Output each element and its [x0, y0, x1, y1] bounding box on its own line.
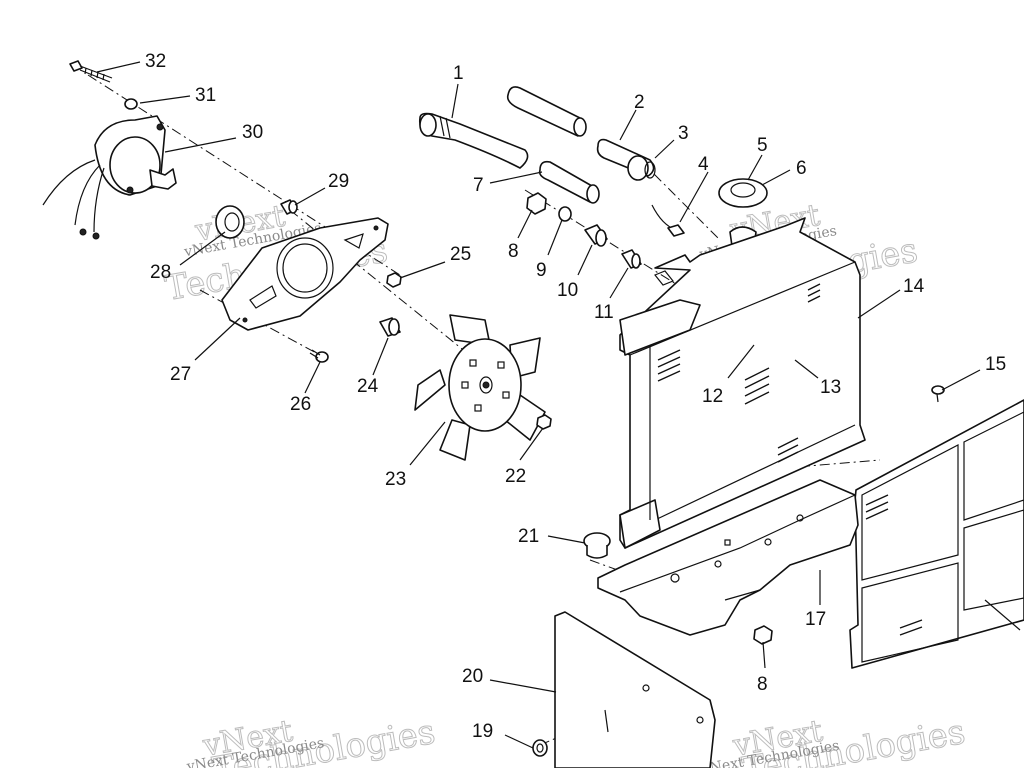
part-3-hose-clamp [596, 138, 656, 181]
part-9-washer [558, 206, 572, 222]
callout-23: 23 [385, 469, 406, 490]
part-14-radiator [619, 217, 866, 549]
callout-12: 12 [702, 386, 723, 407]
part-4-clip [651, 204, 685, 237]
callout-29: 29 [328, 171, 349, 192]
callout-19: 19 [472, 721, 493, 742]
part-24-spacer [379, 317, 401, 337]
part-29-spacer [280, 199, 298, 215]
callout-labels: 32 31 30 29 28 27 26 25 24 23 22 1 2 3 4… [145, 51, 1006, 742]
callout-32: 32 [145, 51, 166, 72]
callout-31: 31 [195, 85, 216, 106]
callout-25: 25 [450, 244, 471, 265]
part-2-hose [506, 86, 587, 137]
callout-21: 21 [518, 526, 539, 547]
callout-28: 28 [150, 262, 171, 283]
callout-24: 24 [357, 376, 379, 397]
callout-10: 10 [557, 280, 578, 301]
callout-8-upper: 8 [508, 241, 519, 262]
part-15-screw [931, 385, 945, 403]
callout-11: 11 [594, 302, 614, 323]
part-27-mount-plate [221, 217, 389, 331]
callout-17: 17 [805, 609, 826, 630]
part-23-fan-blade [414, 314, 546, 461]
part-32-bolt [69, 60, 113, 83]
callout-4: 4 [698, 154, 709, 175]
part-30-fan-motor [42, 115, 177, 240]
callout-2: 2 [634, 92, 645, 113]
callout-15: 15 [985, 354, 1006, 375]
callout-20: 20 [462, 666, 483, 687]
callout-30: 30 [242, 122, 263, 143]
part-11-spacer [621, 249, 642, 269]
callout-3: 3 [678, 123, 689, 144]
callout-5: 5 [757, 135, 768, 156]
part-25-nut [386, 272, 402, 288]
callout-1: 1 [453, 63, 464, 84]
part-7-hose [538, 160, 600, 204]
callout-6: 6 [796, 158, 807, 179]
part-8-lower-nut [753, 625, 773, 645]
part-19-washer [532, 739, 548, 757]
watermark-bottom-right: vNext Technologies vNext Technologies [700, 711, 969, 768]
callout-8-lower: 8 [757, 674, 768, 695]
callout-9: 9 [536, 260, 547, 281]
part-grille-panel [849, 399, 1024, 669]
callout-26: 26 [290, 394, 311, 415]
part-26-screw [309, 349, 329, 363]
callout-14: 14 [903, 276, 925, 297]
part-20-shroud-panel [554, 611, 716, 768]
leader-lines [96, 61, 981, 749]
part-22-nut [536, 414, 552, 430]
part-10-bushing [584, 224, 608, 247]
part-1-hose [418, 112, 529, 169]
watermark-bottom-left: vNext Technologies vNext Technologies [185, 711, 439, 768]
part-21-grommet [583, 532, 611, 559]
callout-7: 7 [473, 175, 484, 196]
part-17-bracket [597, 479, 859, 636]
callout-22: 22 [505, 466, 526, 487]
part-31-washer [124, 98, 138, 110]
part-28-seal [215, 205, 245, 239]
part-8-nut [526, 192, 547, 215]
callout-27: 27 [170, 364, 191, 385]
callout-13: 13 [820, 377, 841, 398]
